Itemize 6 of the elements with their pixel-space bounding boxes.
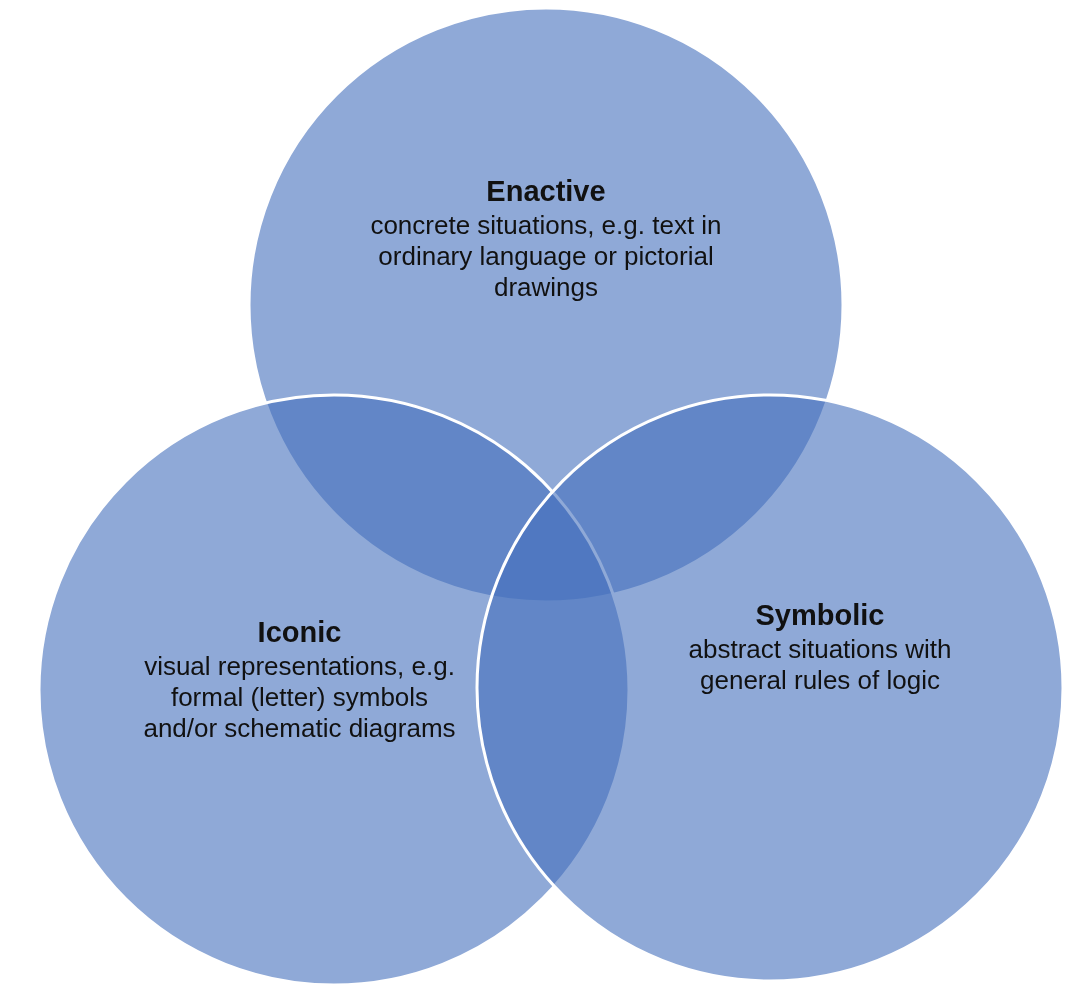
circle-description: visual representations, e.g. formal (letter) symbols and/or schematic diagrams xyxy=(142,651,457,744)
circle-description: abstract situations with general rules of logic xyxy=(687,634,953,696)
circle-heading: Symbolic xyxy=(754,598,886,632)
circle-heading: Iconic xyxy=(256,615,343,649)
circle-description: concrete situations, e.g. text in ordinary language or pictorial drawings xyxy=(369,210,723,303)
circle-heading: Enactive xyxy=(485,174,607,208)
